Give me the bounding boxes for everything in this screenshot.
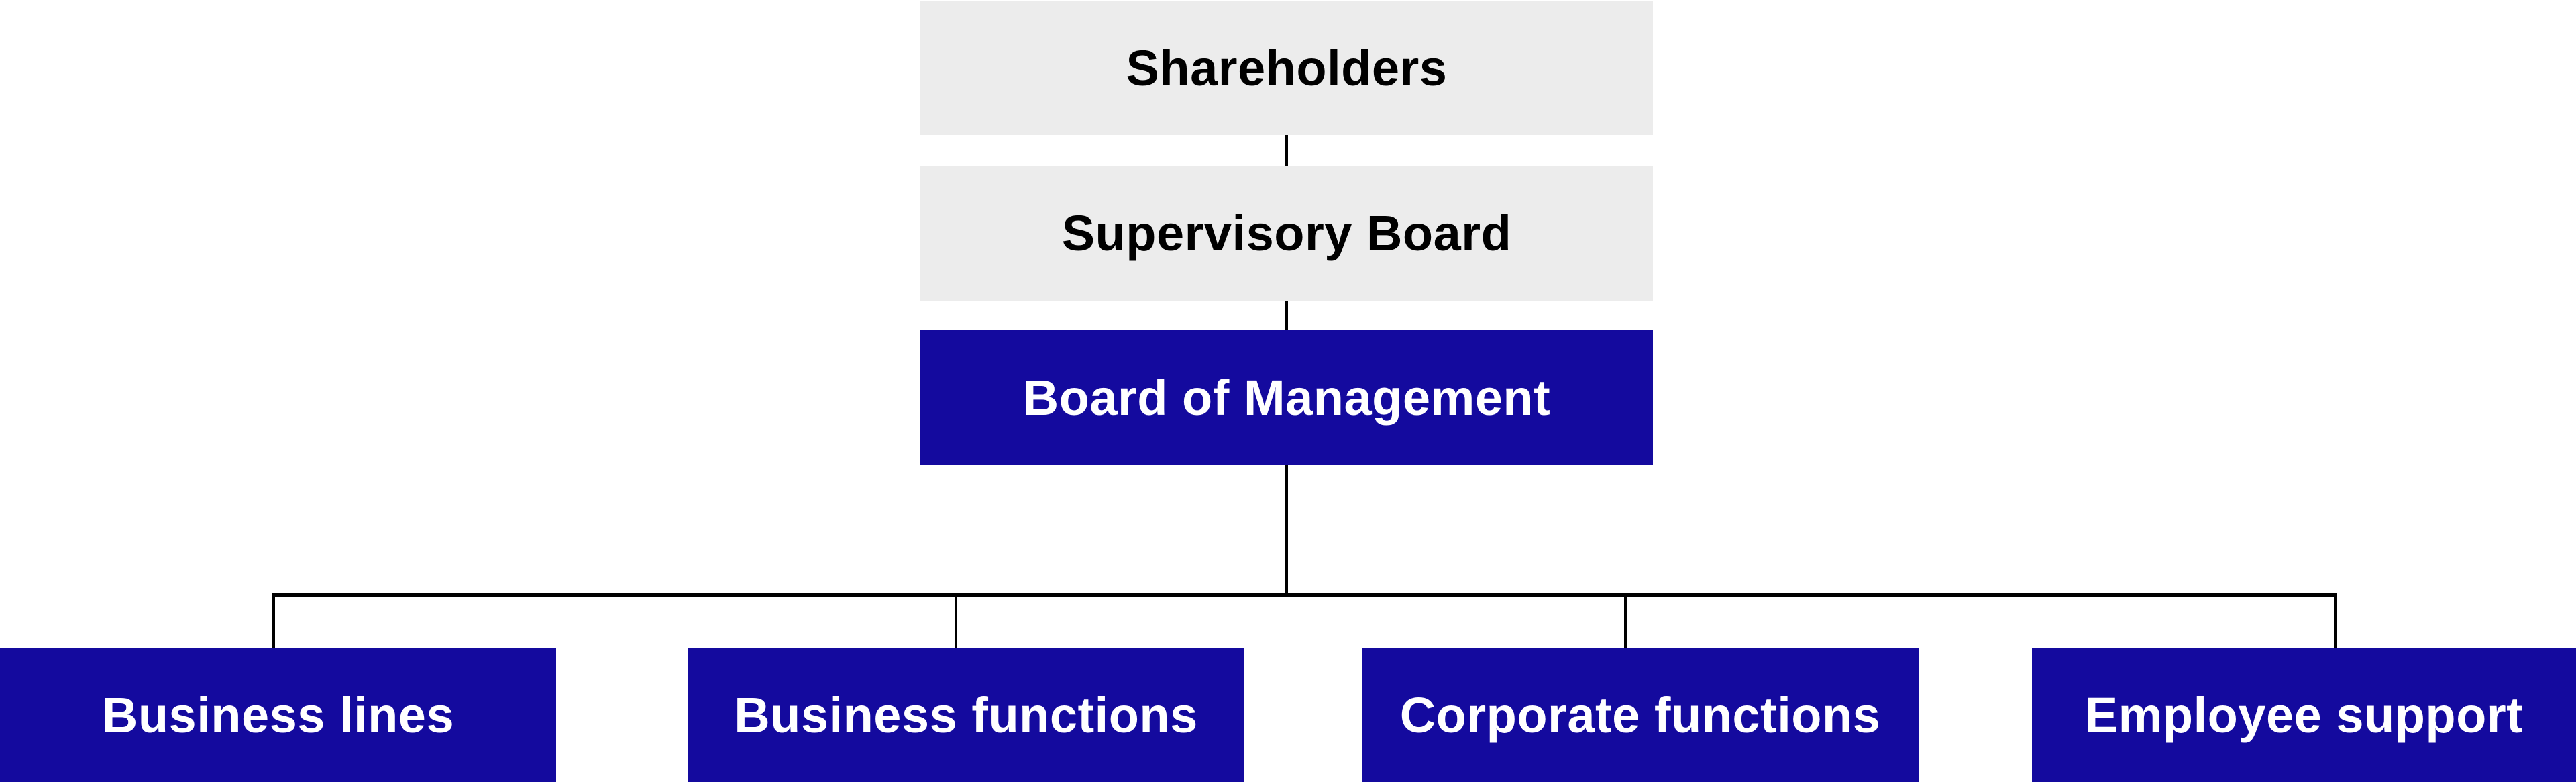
node-supervisory-board: Supervisory Board (920, 166, 1653, 301)
node-shareholders: Shareholders (920, 1, 1653, 135)
connector-board-of-management-trunk (1285, 465, 1288, 595)
node-business-lines: Business lines (0, 648, 556, 782)
connector-shareholders-to-supervisory-board (1285, 135, 1288, 166)
node-business-functions: Business functions (688, 648, 1244, 782)
node-board-of-management: Board of Management (920, 330, 1653, 465)
connector-horizontal-rail (272, 593, 2337, 597)
connector-drop-business-functions (955, 597, 957, 648)
connector-drop-employee-support (2334, 597, 2337, 648)
node-employee-support: Employee support (2032, 648, 2576, 782)
connector-drop-business-lines (272, 597, 275, 648)
node-corporate-functions: Corporate functions (1362, 648, 1919, 782)
connector-supervisory-board-to-board-of-management (1285, 301, 1288, 330)
connector-drop-corporate-functions (1624, 597, 1627, 648)
